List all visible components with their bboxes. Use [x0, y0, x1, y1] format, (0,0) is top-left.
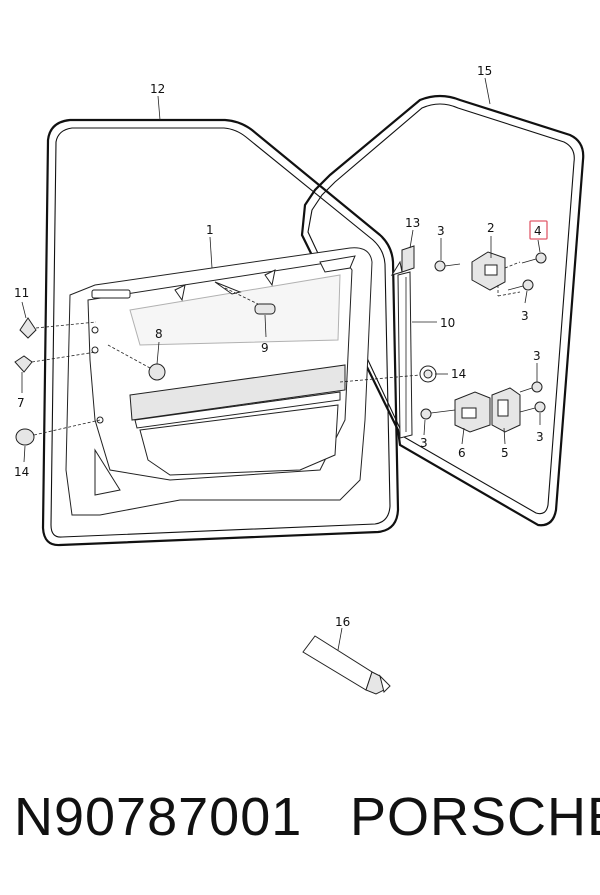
callout-3: 3	[437, 224, 445, 238]
callout-1: 1	[206, 223, 214, 237]
seal-15	[300, 94, 585, 527]
brand-name: PORSCHE	[350, 787, 600, 847]
callout-10: 10	[440, 316, 455, 330]
part-11-clip	[19, 317, 37, 339]
callout-5: 5	[501, 446, 509, 460]
part-16-tube	[302, 635, 391, 695]
part-14-plug-right	[419, 365, 437, 383]
part-13-bracket	[390, 245, 415, 276]
screw-3-lower-right	[519, 401, 546, 413]
screw-4	[521, 252, 547, 264]
callout-12: 12	[150, 82, 165, 96]
callout-6: 6	[458, 446, 466, 460]
callout-11: 11	[14, 286, 29, 300]
callout-labels: 1 2 3 3 3 3 3 3 4 5 6 7 8 9 10 11 12 13 …	[14, 64, 544, 629]
callout-4: 4	[534, 224, 542, 238]
part-10-strip	[397, 271, 413, 439]
door-inner-panel	[65, 247, 373, 516]
callout-7: 7	[17, 396, 25, 410]
highlight-box-4	[529, 220, 548, 240]
callout-15: 15	[477, 64, 492, 78]
screw-3-upper-left	[434, 260, 461, 272]
callout-3: 3	[420, 436, 428, 450]
callout-9: 9	[261, 341, 269, 355]
callout-2: 2	[487, 221, 495, 235]
part-2-upper-hinge	[471, 251, 506, 291]
screw-3-mid-right	[519, 381, 543, 393]
part-6-lower-hinge	[454, 391, 491, 433]
leader-lines	[21, 77, 541, 651]
callout-3: 3	[521, 309, 529, 323]
callout-3: 3	[536, 430, 544, 444]
screw-3-lower-left	[420, 408, 456, 420]
seal-12	[41, 118, 400, 547]
part-14-plug-left	[15, 428, 35, 446]
screw-3-upper-right	[507, 279, 534, 291]
part-9-pin	[254, 303, 276, 315]
part-7-clip	[14, 355, 33, 373]
callout-14: 14	[14, 465, 29, 479]
callout-16: 16	[335, 615, 350, 629]
callout-14: 14	[451, 367, 466, 381]
part-8-plug	[148, 363, 166, 381]
callout-3: 3	[533, 349, 541, 363]
part-number: N90787001	[14, 787, 303, 847]
exploded-door-diagram: 1 2 3 3 3 3 3 3 4 5 6 7 8 9 10 11 12 13 …	[14, 64, 585, 695]
callout-13: 13	[405, 216, 420, 230]
footer: N90787001 PORSCHE	[0, 786, 600, 866]
callout-8: 8	[155, 327, 163, 341]
part-5-lower-hinge	[491, 387, 521, 433]
